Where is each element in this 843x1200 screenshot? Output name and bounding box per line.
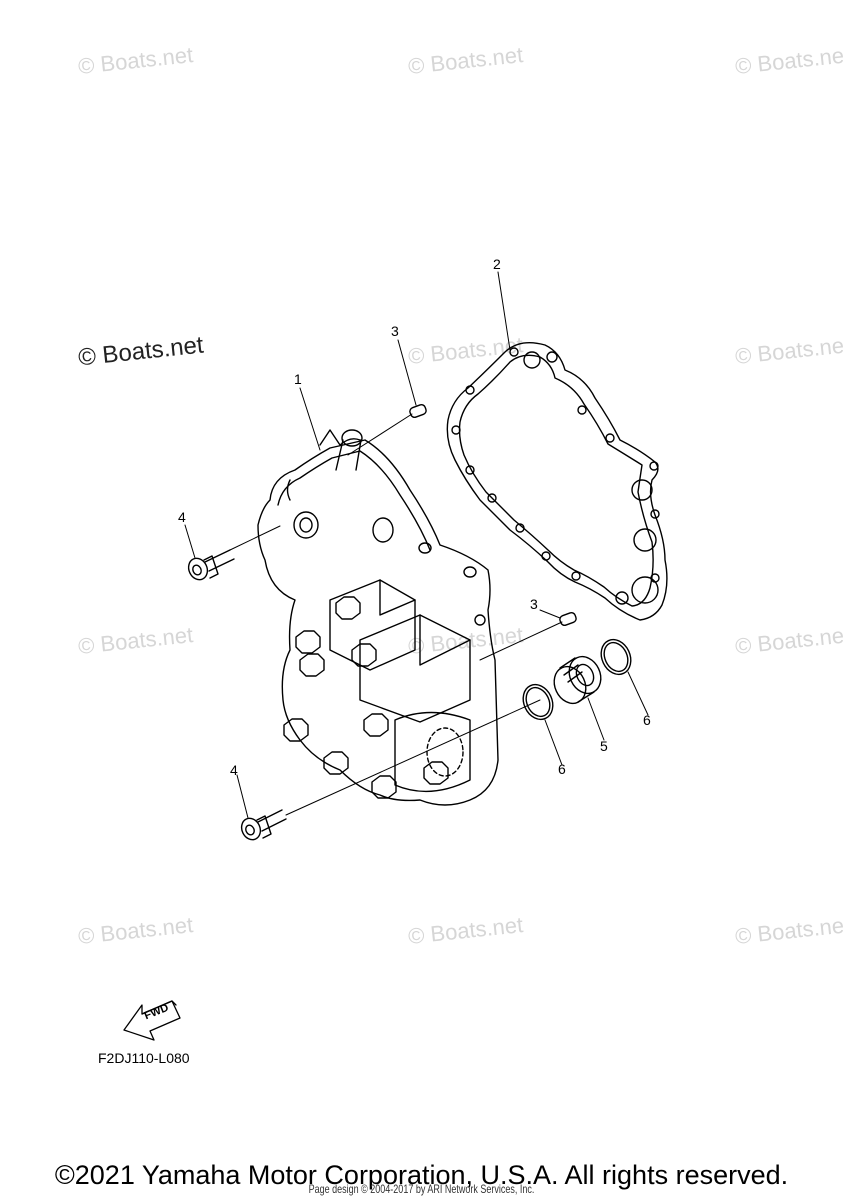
- callout-6: 6: [558, 761, 566, 777]
- collar: [553, 655, 602, 705]
- hex-bolt: [283, 596, 449, 799]
- callout-2: 2: [493, 256, 501, 272]
- callout-3: 3: [530, 596, 538, 612]
- callout-6: 6: [643, 712, 651, 728]
- callout-4: 4: [178, 509, 186, 525]
- leader-line: [184, 271, 649, 819]
- callout-3: 3: [391, 323, 399, 339]
- o-ring: [522, 638, 632, 721]
- callout-1: 1: [294, 371, 302, 387]
- page-design-credit: Page design © 2004-2017 by ARI Network S…: [308, 1182, 535, 1196]
- fwd-arrow-icon: [123, 1000, 181, 1041]
- assembly-line: [229, 413, 563, 816]
- cover-assembly: [257, 429, 499, 806]
- callout-4: 4: [230, 762, 238, 778]
- callout-5: 5: [600, 738, 608, 754]
- copyright-text: ©2021 Yamaha Motor Corporation, U.S.A. A…: [54, 1160, 789, 1190]
- diagram-code: F2DJ110-L080: [98, 1050, 190, 1066]
- gasket: [446, 342, 668, 621]
- bolt: [187, 549, 287, 841]
- dowel-pin: [409, 403, 577, 627]
